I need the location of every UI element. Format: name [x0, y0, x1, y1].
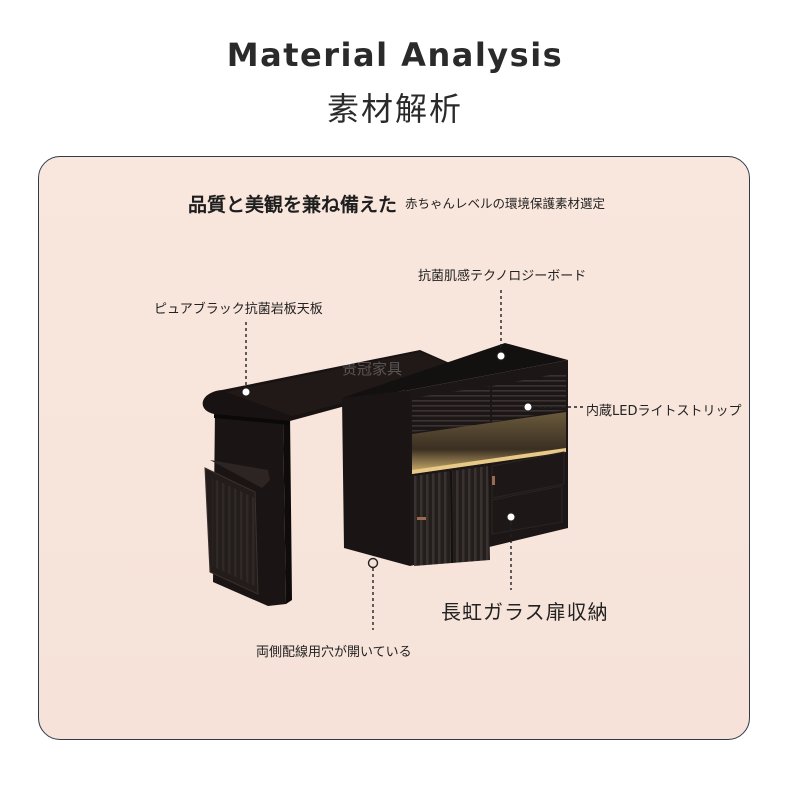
- cabinet-body: [342, 343, 568, 566]
- watermark: 贵冠家具: [342, 360, 402, 378]
- stone-tabletop: [202, 350, 470, 425]
- label-antibacterial-board: 抗菌肌感テクノロジーボード: [418, 269, 587, 284]
- label-led-strip: 内蔵LEDライトストリップ: [586, 404, 742, 419]
- label-glass-door: 長虹ガラス扉収納: [441, 600, 609, 624]
- headline-sub: 赤ちゃんレベルの環境保護素材選定: [405, 196, 606, 211]
- headline: 品質と美観を兼ね備えた: [188, 194, 398, 216]
- label-cable-holes: 両側配線用穴が開いている: [256, 645, 412, 660]
- label-stone-top: ピュアブラック抗菌岩板天板: [154, 302, 323, 317]
- table-leg: [204, 412, 292, 606]
- callout-markers: [241, 290, 584, 630]
- page-title-jp: 素材解析: [326, 90, 463, 128]
- page-title-en: Material Analysis: [226, 36, 564, 74]
